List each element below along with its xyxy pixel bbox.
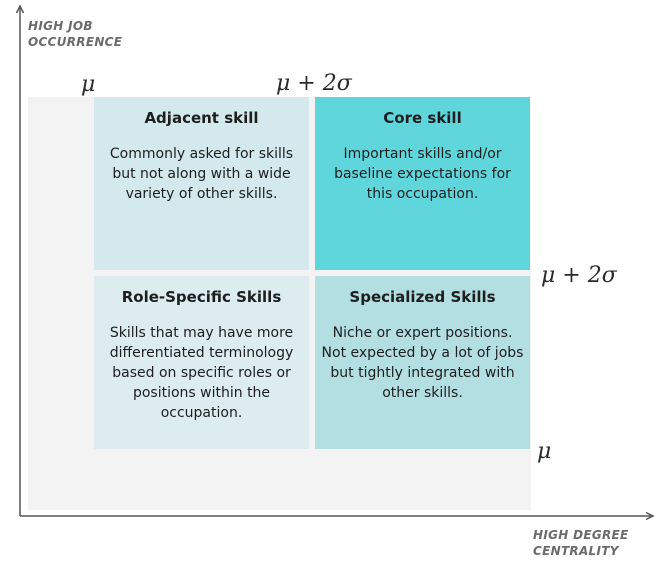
quadrant-description: Niche or expert positions. Not expected …	[321, 325, 524, 401]
quadrant-adjacent-skill: Adjacent skill Commonly asked for skills…	[94, 97, 309, 270]
quadrant-title: Core skill	[383, 109, 462, 127]
quadrant-description: Important skills and/or baseline expecta…	[334, 146, 511, 202]
threshold-mu-plus-2sigma-top: μ + 2σ	[276, 71, 352, 96]
x-axis-label-line-1: HIGH DEGREE	[533, 528, 629, 542]
threshold-mu-right: μ	[537, 439, 552, 464]
x-axis-arrow-icon	[645, 511, 655, 521]
quadrant-description: Commonly asked for skills but not along …	[109, 146, 294, 202]
y-axis-label-line-1: HIGH JOB	[28, 19, 93, 33]
y-axis-arrow-icon	[15, 4, 25, 14]
x-axis-label: HIGH DEGREE CENTRALITY	[533, 527, 629, 559]
quadrant-title: Adjacent skill	[144, 109, 259, 127]
quadrant-specialized-skills: Specialized Skills Niche or expert posit…	[315, 276, 530, 449]
threshold-mu-plus-2sigma-right: μ + 2σ	[541, 263, 617, 288]
x-axis-label-line-2: CENTRALITY	[533, 544, 619, 558]
y-axis-label: HIGH JOB OCCURRENCE	[28, 18, 122, 50]
threshold-mu-top-left: μ	[81, 72, 96, 97]
quadrant-title: Role-Specific Skills	[121, 288, 282, 306]
quadrant-role-specific-skills: Role-Specific Skills Skills that may hav…	[94, 276, 309, 449]
y-axis-label-line-2: OCCURRENCE	[28, 35, 123, 49]
quadrant-title: Specialized Skills	[349, 288, 496, 306]
quadrant-description: Skills that may have more differentiated…	[109, 325, 294, 421]
quadrant-core-skill: Core skill Important skills and/or basel…	[315, 97, 530, 270]
